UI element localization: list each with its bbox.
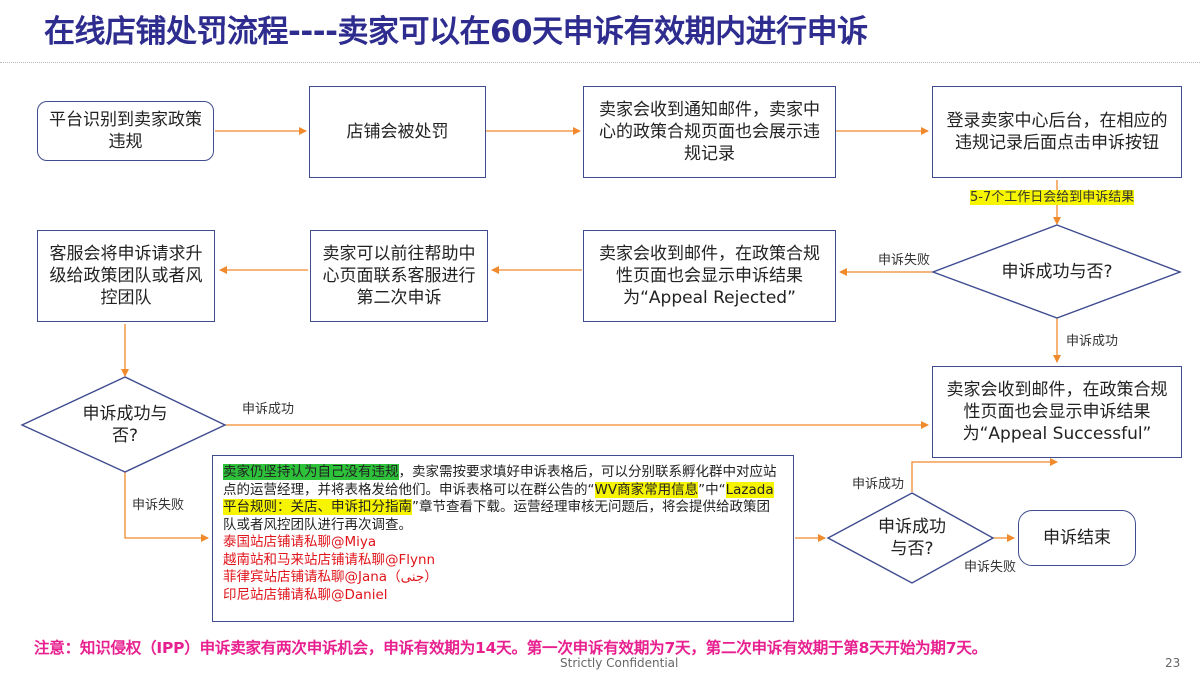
page-title: 在线店铺处罚流程----卖家可以在60天申诉有效期内进行申诉 bbox=[44, 14, 868, 50]
contact-thailand: 泰国站店铺请私聊@Miya bbox=[223, 534, 377, 550]
node-rejected: 卖家会收到邮件，在政策合规性页面也会显示申诉结果为“Appeal Rejecte… bbox=[583, 230, 836, 322]
node-notify: 卖家会收到通知邮件，卖家中心的政策合规页面也会展示违规记录 bbox=[583, 86, 836, 178]
contact-philippines: 菲律宾站店铺请私聊@Jana（جنى） bbox=[223, 569, 438, 585]
label-result-days-text: 5-7个工作日会给到申诉结果 bbox=[970, 190, 1135, 205]
label-d1-success: 申诉成功 bbox=[1066, 334, 1119, 349]
label-result-days: 5-7个工作日会给到申诉结果 bbox=[970, 186, 1135, 205]
label-d3-success: 申诉成功 bbox=[852, 477, 905, 492]
decision2-text: 申诉成功与否? bbox=[82, 404, 168, 446]
contact-vietnam-malaysia: 越南站和马来站店铺请私聊@Flynn bbox=[223, 551, 436, 568]
node-successful: 卖家会收到邮件，在政策合规性页面也会显示申诉结果为“Appeal Success… bbox=[932, 366, 1182, 458]
appeal-instructions-box: 卖家仍坚持认为自己没有违规，卖家需按要求填好申诉表格后，可以分别联系孵化群中对应… bbox=[212, 455, 794, 622]
diamond-decision3 bbox=[826, 492, 995, 584]
confidential-label: Strictly Confidential bbox=[560, 656, 679, 670]
page-number: 23 bbox=[1165, 656, 1181, 670]
label-d3-fail: 申诉失败 bbox=[964, 560, 1017, 575]
decision3-text: 申诉成功与否? bbox=[878, 517, 946, 559]
decision1-text: 申诉成功与否? bbox=[1001, 262, 1113, 282]
node-helpcenter: 卖家可以前往帮助中心页面联系客服进行第二次申诉 bbox=[310, 230, 488, 322]
ipp-note: 注意：知识侵权（IPP）申诉卖家有两次申诉机会，申诉有效期为14天。第一次申诉有… bbox=[34, 639, 987, 657]
appeal-instructions-text: 卖家仍坚持认为自己没有违规，卖家需按要求填好申诉表格后，可以分别联系孵化群中对应… bbox=[223, 464, 783, 534]
diamond-decision1 bbox=[931, 224, 1182, 319]
note-highlight-insist: 卖家仍坚持认为自己没有违规 bbox=[223, 464, 399, 480]
label-d1-fail: 申诉失败 bbox=[878, 253, 931, 268]
node-escalate: 客服会将申诉请求升级给政策团队或者风控团队 bbox=[37, 230, 215, 322]
node-identify: 平台识别到卖家政策违规 bbox=[37, 101, 214, 161]
contact-indonesia: 印尼站店铺请私聊@Daniel bbox=[223, 586, 388, 603]
node-punished: 店铺会被处罚 bbox=[309, 86, 486, 178]
diamond-decision2 bbox=[20, 376, 227, 473]
note-text-1: ，卖家需按要求填好申诉表格后，可以分别联系孵化群中对应站点的运营经理，并将表格发… bbox=[223, 464, 777, 498]
arrow-decision2-to-note bbox=[124, 472, 209, 542]
note-text-2: ”中“ bbox=[698, 481, 726, 498]
arrow-decision3-to-successful bbox=[911, 458, 1058, 492]
node-end: 申诉结束 bbox=[1018, 510, 1136, 566]
note-text-3: ”章节查看下载。运营经理审核无问题后，将会提供给政策团队或者风控团队进行再次调查… bbox=[223, 499, 770, 533]
node-login: 登录卖家中心后台，在相应的违规记录后面点击申诉按钮 bbox=[932, 86, 1182, 178]
label-d2-fail: 申诉失败 bbox=[132, 498, 185, 513]
label-d2-success: 申诉成功 bbox=[242, 402, 295, 417]
title-divider bbox=[0, 62, 1200, 63]
note-highlight-wv: WV商家常用信息 bbox=[594, 481, 699, 498]
